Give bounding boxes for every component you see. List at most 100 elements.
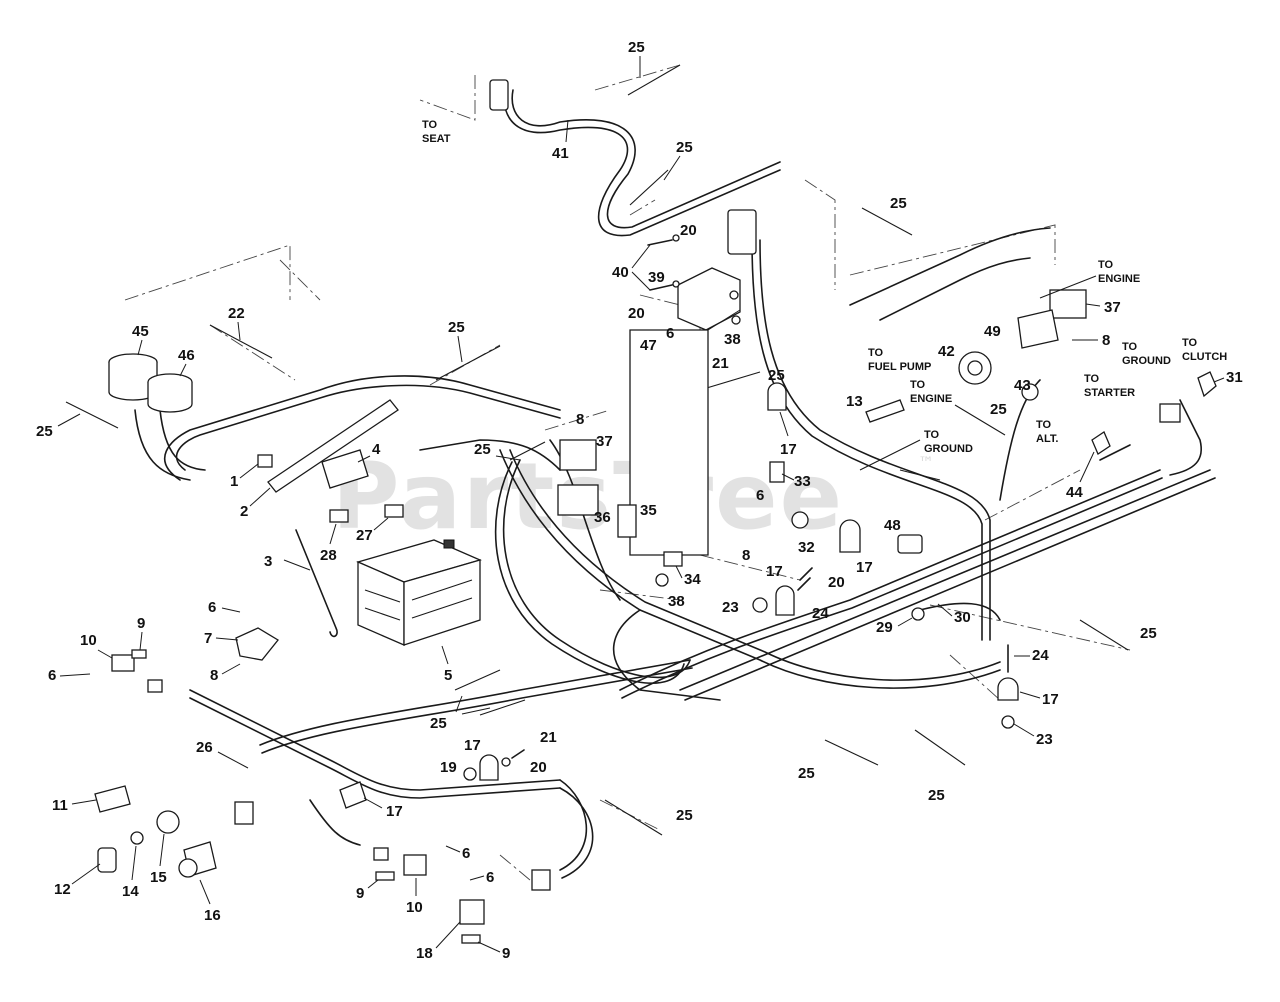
callout-29: 29 [876, 619, 893, 636]
clamp-31 [1197, 371, 1217, 398]
clamp-17-a [767, 382, 787, 411]
connector-48 [897, 534, 923, 554]
gauge-45 [108, 353, 158, 401]
switch-10-a [111, 654, 135, 672]
nut-23 [752, 597, 768, 613]
note-to-alt-1: TO [1036, 419, 1052, 431]
clamp-17-e [479, 754, 499, 781]
connector-18-harness [531, 869, 551, 891]
callout-17: 17 [464, 737, 481, 754]
callout-8: 8 [210, 667, 218, 684]
callout-12: 12 [54, 881, 71, 898]
callout-18: 18 [416, 945, 433, 962]
nut-23-b [1001, 715, 1015, 729]
callout-46: 46 [178, 347, 195, 364]
clamp-17-d [997, 677, 1019, 701]
callout-16: 16 [204, 907, 221, 924]
callouts: 25 41 25 20 40 39 20 38 25 37 49 8 42 43… [36, 39, 1243, 962]
callout-37: 37 [1104, 299, 1121, 316]
callout-25: 25 [36, 423, 53, 440]
note-to-engine-top-2: ENGINE [1098, 273, 1140, 285]
switch-10-b [403, 854, 427, 876]
callout-6: 6 [48, 667, 56, 684]
callout-21: 21 [712, 355, 729, 372]
callout-25: 25 [430, 715, 447, 732]
top-connector [727, 209, 757, 255]
clutch-connector [1159, 403, 1181, 423]
callout-20: 20 [628, 305, 645, 322]
relay-37-left [559, 439, 597, 471]
connector-10-harness [373, 847, 389, 861]
callout-6: 6 [486, 869, 494, 886]
callout-42: 42 [938, 343, 955, 360]
callout-23: 23 [1036, 731, 1053, 748]
callout-30: 30 [954, 609, 971, 626]
callout-4: 4 [372, 441, 381, 458]
callout-8: 8 [1102, 332, 1110, 349]
callout-31: 31 [1226, 369, 1243, 386]
callout-39: 39 [648, 269, 665, 286]
bracket-2 [267, 399, 399, 493]
notes: TO SEAT TO ENGINE TO FUEL PUMP TO ENGINE… [422, 119, 1227, 455]
note-to-engine-mid-2: ENGINE [910, 393, 952, 405]
callout-45: 45 [132, 323, 149, 340]
callout-28: 28 [320, 547, 337, 564]
switch-33 [769, 461, 785, 483]
callout-38: 38 [724, 331, 741, 348]
clamp-17-c [775, 585, 795, 616]
switch-18 [459, 899, 485, 925]
seat-connector [489, 79, 509, 111]
connector-43 [1021, 383, 1039, 401]
callout-44: 44 [1066, 484, 1083, 501]
callout-24: 24 [812, 605, 829, 622]
callout-48: 48 [884, 517, 901, 534]
callout-10: 10 [80, 632, 97, 649]
note-to-engine-mid-1: TO [910, 379, 926, 391]
callout-38: 38 [668, 593, 685, 610]
callout-25: 25 [1140, 625, 1157, 642]
callout-32: 32 [798, 539, 815, 556]
callout-27: 27 [356, 527, 373, 544]
nut-38 [655, 573, 669, 587]
callout-20: 20 [828, 574, 845, 591]
note-to-clutch-2: CLUTCH [1182, 351, 1227, 363]
callout-8: 8 [576, 411, 584, 428]
rectifier [1017, 309, 1059, 349]
callout-8: 8 [742, 547, 750, 564]
callout-25: 25 [990, 401, 1007, 418]
callout-26: 26 [196, 739, 213, 756]
sensor-13 [865, 399, 905, 423]
connector-34 [663, 551, 683, 567]
key-switch-15 [156, 810, 180, 834]
callout-14: 14 [122, 883, 139, 900]
note-to-ground-mid-2: GROUND [924, 443, 973, 455]
callout-9: 9 [502, 945, 510, 962]
note-to-ground-mid-1: TO [924, 429, 940, 441]
note-to-seat-2: SEAT [422, 133, 451, 145]
note-to-fuel-pump-2: FUEL PUMP [868, 361, 931, 373]
callout-49: 49 [984, 323, 1001, 340]
callout-40: 40 [612, 264, 629, 281]
callout-21: 21 [540, 729, 557, 746]
fuse-27 [384, 504, 404, 518]
callout-17: 17 [856, 559, 873, 576]
clamp-17-b [839, 519, 861, 553]
callout-13: 13 [846, 393, 863, 410]
callout-17: 17 [766, 563, 783, 580]
callout-23: 23 [722, 599, 739, 616]
callout-17: 17 [1042, 691, 1059, 708]
note-to-engine-top-1: TO [1098, 259, 1114, 271]
callout-9: 9 [356, 885, 364, 902]
fuse-holder-4 [321, 449, 369, 489]
callout-37: 37 [596, 433, 613, 450]
callout-11: 11 [52, 797, 68, 814]
switch-12 [97, 847, 117, 873]
callout-15: 15 [150, 869, 167, 886]
clip-1 [257, 454, 273, 468]
callout-25: 25 [448, 319, 465, 336]
callout-25: 25 [474, 441, 491, 458]
clamp-17-f [339, 781, 367, 809]
callout-19: 19 [440, 759, 457, 776]
callout-3: 3 [264, 553, 272, 570]
bracket-9-b [375, 871, 395, 881]
